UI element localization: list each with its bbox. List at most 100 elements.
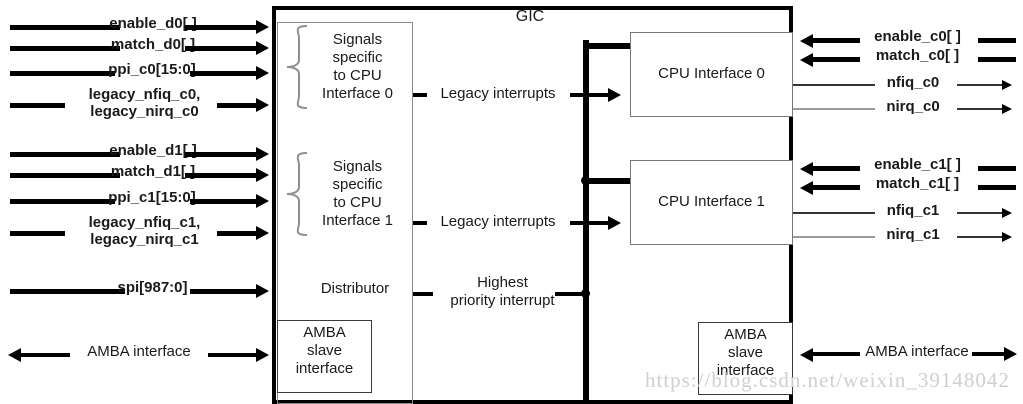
output-arrow-enable-c0: [800, 34, 813, 48]
input-arrow-enable-d0: [256, 20, 269, 34]
input-label-legacy-nirq-c1: legacy_nirq_c1: [90, 231, 199, 248]
right-amba-line3: interface: [716, 362, 775, 379]
output-arrow-nfiq-c1: [1002, 208, 1012, 218]
input-arrow-spi: [256, 284, 269, 298]
input-line-enable-d1-right: [185, 152, 257, 157]
amba-left-line-b: [208, 353, 257, 357]
amba-left-line-a: [20, 353, 70, 357]
brace-cpu1: [286, 152, 308, 236]
output-arrow-nirq-c1: [1002, 232, 1012, 242]
distributor-amba-line2: slave: [306, 342, 343, 359]
output-line-nirq-c0-left: [793, 108, 875, 110]
output-label-nirq-c1: nirq_c1: [886, 226, 940, 243]
bus-junction-highest-priority: [581, 289, 590, 298]
input-line-match-d0-left: [10, 46, 120, 51]
amba-right-arrow-out: [1004, 347, 1017, 361]
input-arrow-enable-d1: [256, 147, 269, 161]
output-line-nfiq-c0-left: [793, 84, 875, 86]
input-label-match-d0: match_d0[ ]: [110, 36, 196, 53]
gic-title: GIC: [515, 8, 545, 25]
output-line-nirq-c1-left: [793, 236, 875, 238]
group0-line3: to CPU: [333, 67, 382, 84]
highest-priority-line2: priority interrupt: [450, 292, 555, 309]
output-label-nirq-c0: nirq_c0: [886, 98, 940, 115]
input-label-legacy-nfiq-c0: legacy_nfiq_c0,: [88, 86, 201, 103]
group1-line2: specific: [332, 176, 383, 193]
watermark: https://blog.csdn.net/weixin_39148042: [645, 368, 1010, 392]
output-line-nfiq-c1-left: [793, 212, 875, 214]
input-label-match-d1: match_d1[ ]: [110, 163, 196, 180]
output-label-match-c0: match_c0[ ]: [875, 47, 960, 64]
cpu-interface-1-title: CPU Interface 1: [658, 193, 765, 210]
amba-right-line-a: [812, 352, 860, 356]
output-arrow-nfiq-c0: [1002, 80, 1012, 90]
output-line-enable-c0-left: [812, 38, 860, 43]
amba-left-label: AMBA interface: [87, 343, 191, 360]
output-line-match-c0-left: [812, 57, 860, 62]
output-arrow-enable-c1: [800, 162, 813, 176]
cpu-interface-1-box: [630, 160, 793, 245]
cpu-interface-0-box: [630, 32, 793, 117]
group0-line4: Interface 0: [322, 85, 393, 102]
distributor-amba-line1: AMBA: [303, 324, 346, 341]
output-line-match-c1-left: [812, 185, 860, 190]
input-label-ppi-c1: ppi_c1[15:0]: [108, 189, 196, 206]
cpu0-top-feed-vert: [583, 43, 589, 51]
legacy0-stub: [413, 93, 427, 97]
input-line-legacy-c0-left: [10, 103, 65, 108]
amba-right-line-b: [972, 352, 1006, 356]
highest-priority-line1: Highest: [477, 274, 528, 291]
amba-left-arrow-out: [8, 348, 21, 362]
legacy1-line: [570, 221, 610, 225]
highest-priority-stub: [413, 292, 433, 296]
output-line-nirq-c1-right: [957, 236, 1004, 238]
bus-junction-cpu1: [581, 176, 590, 185]
legacy0-line: [570, 93, 610, 97]
output-line-nfiq-c1-right: [957, 212, 1004, 214]
output-line-nirq-c0-right: [957, 108, 1004, 110]
input-label-enable-d1: enable_d1[ ]: [109, 142, 197, 159]
input-line-legacy-c1-left: [10, 231, 65, 236]
input-line-legacy-c0-right: [217, 103, 257, 108]
output-line-enable-c0-right: [978, 38, 1016, 43]
legacy1-arrow: [608, 216, 621, 230]
group1-line1: Signals: [332, 158, 383, 175]
output-line-match-c1-right: [978, 185, 1016, 190]
output-label-nfiq-c0: nfiq_c0: [886, 74, 940, 91]
output-label-enable-c0: enable_c0[ ]: [874, 28, 961, 45]
right-amba-slave-box: [698, 322, 793, 395]
amba-left-arrow-in: [256, 348, 269, 362]
input-line-enable-d0-left: [10, 25, 120, 30]
input-arrow-match-d1: [256, 168, 269, 182]
amba-right-arrow-in: [800, 348, 813, 362]
output-arrow-match-c1: [800, 181, 813, 195]
legacy1-stub: [413, 221, 427, 225]
input-label-spi: spi[987:0]: [117, 279, 188, 296]
input-arrow-ppi-c0: [256, 66, 269, 80]
input-line-match-d0-right: [185, 46, 257, 51]
cpu0-top-feed: [583, 43, 633, 49]
cpu-interface-0-title: CPU Interface 0: [658, 65, 765, 82]
output-arrow-match-c0: [800, 53, 813, 67]
input-label-ppi-c0: ppi_c0[15:0]: [108, 61, 196, 78]
right-amba-line1: AMBA: [724, 326, 767, 343]
input-line-ppi-c0-left: [10, 71, 115, 76]
input-arrow-legacy-c1: [256, 226, 269, 240]
output-line-nfiq-c0-right: [957, 84, 1004, 86]
output-arrow-nirq-c0: [1002, 104, 1012, 114]
group0-line1: Signals: [332, 31, 383, 48]
amba-right-label: AMBA interface: [865, 343, 969, 360]
input-line-ppi-c0-right: [190, 71, 257, 76]
input-label-legacy-nfiq-c1: legacy_nfiq_c1,: [88, 214, 201, 231]
highest-priority-line: [555, 292, 587, 296]
brace-cpu0: [286, 25, 308, 109]
input-line-enable-d0-right: [185, 25, 257, 30]
output-line-enable-c1-left: [812, 166, 860, 171]
input-line-enable-d1-left: [10, 152, 120, 157]
group0-line2: specific: [332, 49, 383, 66]
output-label-nfiq-c1: nfiq_c1: [886, 202, 940, 219]
legacy0-arrow: [608, 88, 621, 102]
input-line-match-d1-left: [10, 173, 120, 178]
input-label-legacy-nirq-c0: legacy_nirq_c0: [90, 103, 199, 120]
